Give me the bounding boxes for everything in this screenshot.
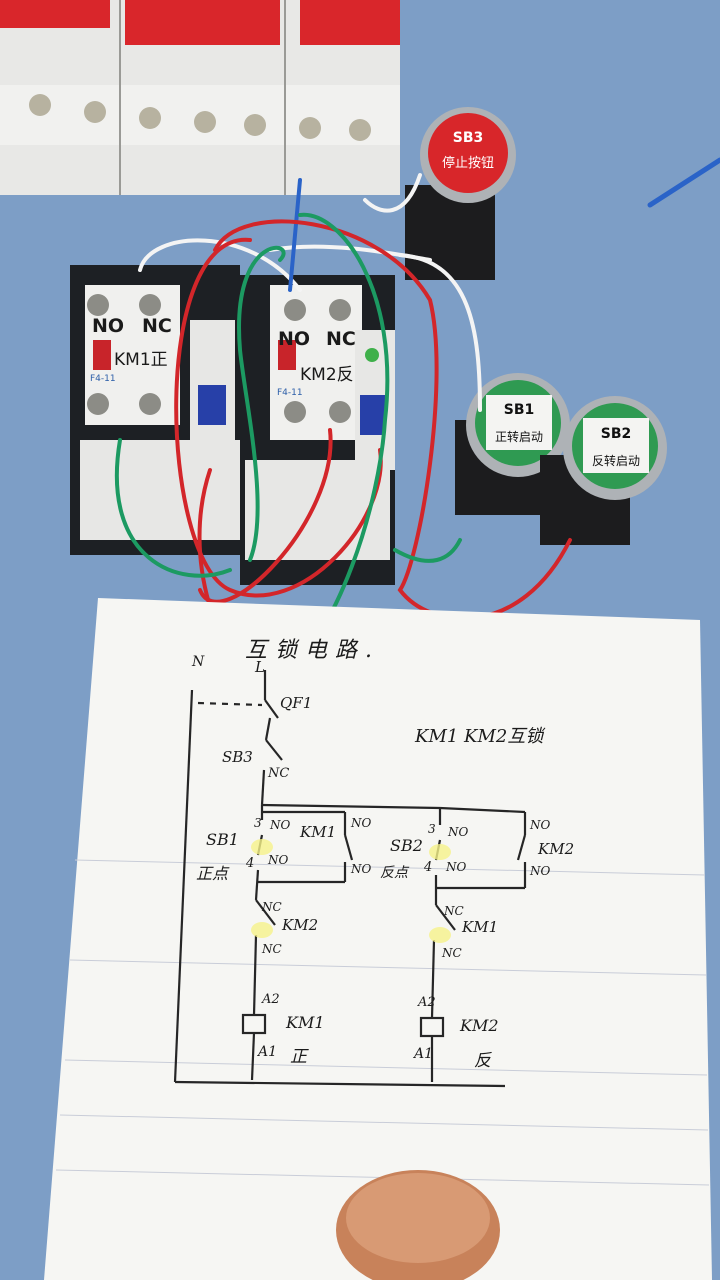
diagram-qf: QF1 (280, 694, 313, 712)
km1-no-label: NO (92, 315, 125, 337)
diagram-a2-left: A2 (262, 992, 280, 1007)
diagram-sb1-no2: NO (268, 853, 289, 867)
diagram-sb1-no1: NO (270, 818, 291, 832)
sb1-text: 正转启动 (494, 430, 543, 444)
diagram-nc-top: NC (268, 766, 290, 781)
contactor-km2 (240, 275, 395, 585)
diagram-sb1-4: 4 (246, 856, 255, 871)
diagram-sb1-3: 3 (254, 816, 262, 830)
diagram-nc-left2: NC (262, 942, 282, 956)
diagram-sb1: SB1 (206, 830, 239, 849)
diagram-km2-no1: NO (530, 818, 551, 832)
diagram-a2-right: A2 (418, 995, 436, 1010)
circuit-breakers (0, 0, 400, 195)
diagram-coil2-sub: 反 (474, 1051, 491, 1071)
diagram-km1-contact: KM1 (300, 823, 337, 841)
diagram-km1-interlock: KM1 (462, 918, 499, 936)
diagram-sb2: SB2 (390, 836, 423, 855)
push-button-sb2 (540, 396, 667, 545)
diagram-km2-contact: KM2 (538, 840, 575, 858)
diagram-km1-no2: NO (351, 862, 372, 876)
diagram-l: L (255, 658, 265, 676)
diagram-km2-interlock: KM2 (282, 916, 319, 934)
km1-nc-label: NC (142, 315, 172, 337)
highlighter-marks (251, 839, 451, 943)
diagram-a1-left: A1 (258, 1044, 278, 1060)
diagram-sb2-sub: 反点 (380, 865, 408, 881)
diagram-sb2-3: 3 (428, 822, 436, 836)
diagram-sb2-no2: NO (446, 860, 467, 874)
diagram-n: N (192, 654, 205, 670)
km2-nc-label: NC (326, 328, 356, 350)
contactor-km1 (70, 265, 240, 555)
diagram-sb2-no1: NO (448, 825, 469, 839)
sb1-tag: SB1 (503, 402, 535, 418)
km1-name-label: KM1正 (114, 350, 168, 370)
km2-no-label: NO (278, 328, 311, 350)
km1-model-label: F4-11 (90, 374, 116, 384)
diagram-coil1-sub: 正 (290, 1047, 307, 1067)
circuit-drawing (173, 670, 527, 1088)
diagram-sb2-4: 4 (424, 860, 433, 875)
diagram-subtitle: KM1 KM2互锁 (415, 726, 544, 747)
diagram-nc-right: NC (444, 904, 464, 918)
paper-sheet (44, 598, 712, 1280)
sb2-text: 反转启动 (591, 454, 640, 468)
diagram-a1-right: A1 (414, 1046, 434, 1062)
sb3-tag: SB3 (452, 130, 484, 146)
diagram-nc-left: NC (262, 900, 282, 914)
diagram-nc-right2: NC (442, 946, 462, 960)
diagram-coil-km1: KM1 (286, 1013, 325, 1032)
sb3-text: 停止按钮 (441, 156, 494, 171)
push-button-sb1 (455, 373, 570, 515)
diagram-title: 互锁电路. (245, 638, 380, 663)
push-button-sb3 (405, 107, 516, 280)
diagram-sb1-sub: 正点 (196, 864, 229, 883)
km2-model-label: F4-11 (277, 388, 303, 398)
diagram-km2-no2: NO (530, 864, 551, 878)
sb2-tag: SB2 (600, 426, 632, 442)
diagram-km1-no1: NO (351, 816, 372, 830)
diagram-coil-km2: KM2 (460, 1016, 499, 1035)
km2-name-label: KM2反 (300, 365, 354, 385)
diagram-sb3: SB3 (222, 748, 253, 766)
paper-lines (55, 859, 710, 1186)
